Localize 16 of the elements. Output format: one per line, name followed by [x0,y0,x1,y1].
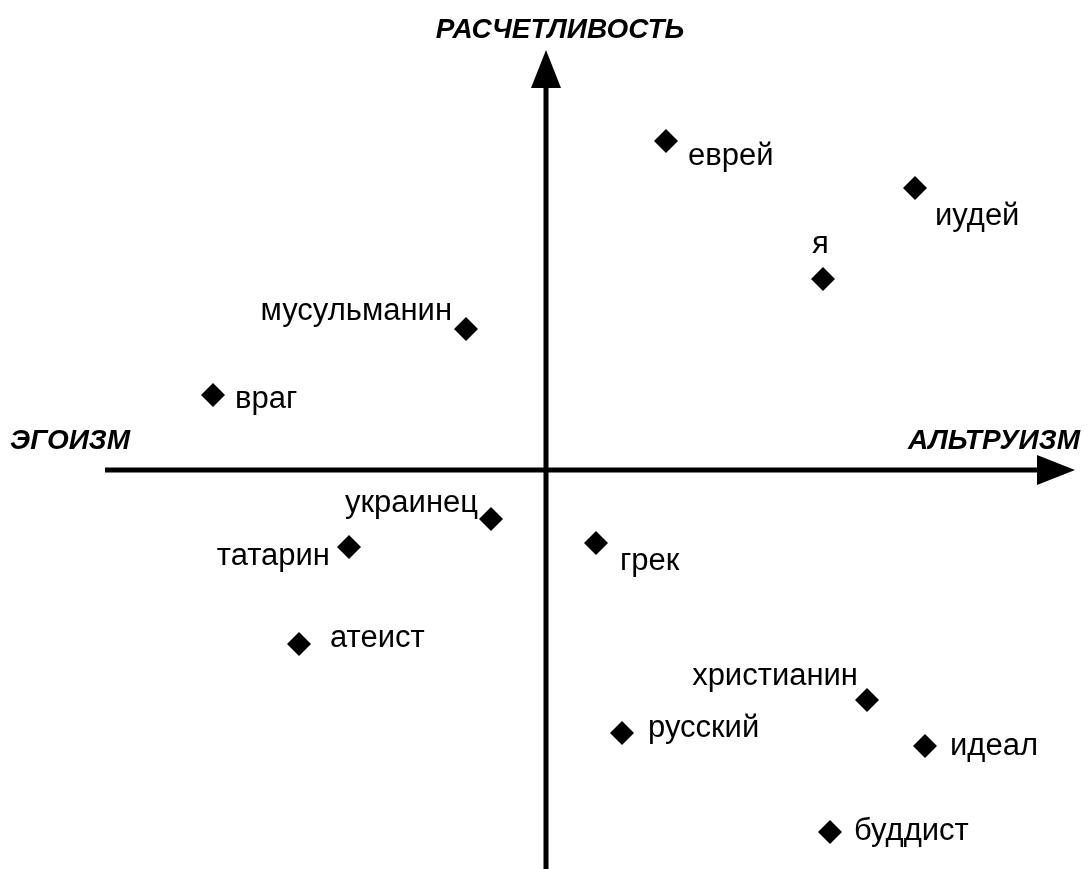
point-label: русский [648,710,760,744]
point-label: мусульманин [260,293,452,327]
point-label: атеист [330,620,425,654]
point-label: грек [620,543,680,577]
point-label: идеал [950,728,1038,762]
point-label: еврей [688,138,774,172]
point-label: я [812,226,829,260]
point-label: буддист [854,813,969,847]
axis-title: АЛЬТРУИЗМ [908,423,1080,457]
point-label: враг [235,381,298,415]
point-label: иудей [935,198,1020,232]
point-label: украинец [345,485,478,519]
axis-title: ЭГОИЗМ [10,423,131,457]
point-label: христианин [692,658,858,692]
axis-title: РАСЧЕТЛИВОСТЬ [435,12,685,46]
point-label: татарин [216,538,330,572]
